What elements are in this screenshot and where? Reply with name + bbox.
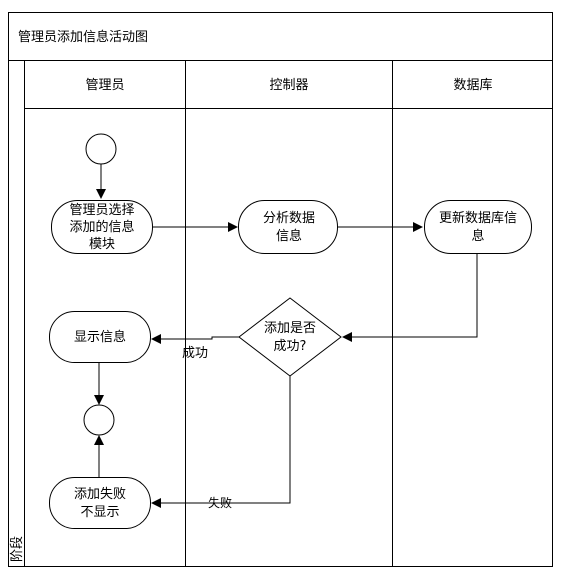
- edge-label-fail: 失败: [208, 495, 232, 510]
- decision-add-success-line-2: 成功?: [274, 339, 307, 354]
- diagram-frame: [8, 12, 553, 567]
- activity-select-module-line-1: 管理员选择: [69, 203, 134, 218]
- activity-add-failed-line-1: 添加失败: [74, 487, 126, 502]
- activity-select-module: 管理员选择 添加的信息 模块: [51, 200, 153, 254]
- edge-decision-to-fail: [151, 376, 291, 508]
- activity-select-module-line-3: 模块: [89, 237, 115, 252]
- activity-show-info: 显示信息: [49, 311, 151, 363]
- activity-add-failed: 添加失败 不显示: [49, 477, 151, 529]
- edge-label-success: 成功: [182, 346, 208, 361]
- decision-add-success-line-1: 添加是否: [264, 321, 316, 336]
- lane-header-controller: 控制器: [269, 78, 308, 93]
- start-node: [85, 133, 117, 165]
- end-node: [83, 404, 115, 436]
- lane-header-admin: 管理员: [85, 78, 124, 93]
- edge-decision-to-show: [151, 334, 239, 344]
- diagram-title: 管理员添加信息活动图: [18, 29, 148, 45]
- activity-show-info-line-1: 显示信息: [74, 329, 126, 345]
- activity-select-module-line-2: 添加的信息: [69, 219, 134, 235]
- activity-add-failed-line-2: 不显示: [80, 505, 119, 520]
- lane-header-database: 数据库: [453, 77, 492, 93]
- activity-analyze-data-line-2: 信息: [276, 228, 302, 244]
- edge-update-to-decision: [342, 254, 478, 342]
- activity-analyze-data: 分析数据 信息: [238, 200, 338, 254]
- decision-add-success: 添加是否 成功?: [238, 297, 342, 377]
- phase-label: 阶段: [10, 536, 25, 562]
- activity-update-database-line-2: 息: [471, 228, 484, 244]
- activity-analyze-data-line-1: 分析数据: [263, 211, 315, 226]
- activity-update-database: 更新数据库信 息: [424, 200, 532, 254]
- activity-update-database-line-1: 更新数据库信: [439, 210, 517, 226]
